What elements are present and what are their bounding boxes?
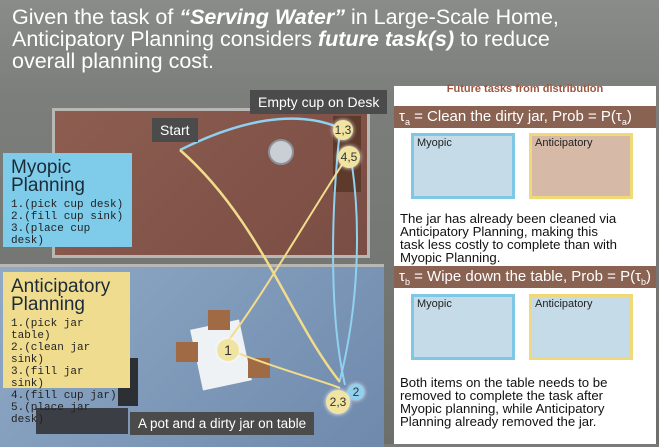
title-text: Anticipatory Planning considers bbox=[12, 27, 318, 51]
plan-step: 3.(fill jar sink) bbox=[11, 366, 84, 390]
panel-header: Future tasks from distribution bbox=[446, 83, 604, 95]
future-tasks-panel: Future tasks from distribution τa = Clea… bbox=[394, 83, 656, 444]
myopic-thumbnail: Myopic bbox=[411, 294, 515, 360]
step-marker: 4,5 bbox=[338, 146, 360, 168]
plan-step: 1.(pick jar table) bbox=[11, 318, 84, 342]
description-line: Planning already removed the jar. bbox=[400, 414, 597, 429]
task-a-description: The jar has already been cleaned via Ant… bbox=[400, 212, 617, 264]
anticipatory-plan-box: Anticipatory Planning 1.(pick jar table)… bbox=[3, 272, 130, 426]
plan-step: 3.(place cup desk) bbox=[11, 223, 91, 247]
myopic-path bbox=[332, 129, 346, 386]
anticipatory-path bbox=[229, 349, 341, 389]
thumbnail-label: Anticipatory bbox=[535, 137, 593, 149]
plan-step: 2.(fill cup sink) bbox=[11, 211, 124, 223]
thumbnail-label: Myopic bbox=[417, 298, 452, 310]
title-text: to reduce bbox=[454, 27, 550, 51]
description-line: Myopic planning, while Anticipatory bbox=[400, 401, 605, 416]
myopic-path bbox=[179, 117, 341, 152]
description-line: Both items on the table needs to be bbox=[400, 375, 608, 390]
myopic-path bbox=[339, 164, 358, 381]
empty-cup-label: Empty cup on Desk bbox=[250, 90, 388, 114]
bottom-label: A pot and a dirty jar on table bbox=[130, 412, 315, 435]
step-marker: 1 bbox=[217, 339, 239, 361]
round-object bbox=[268, 139, 294, 165]
kitchen-counter bbox=[36, 408, 128, 434]
plan-heading: Anticipatory bbox=[11, 276, 111, 297]
tau-symbol: τ bbox=[399, 108, 405, 125]
description-line: task less costly to complete than with bbox=[400, 237, 617, 252]
step-marker: 2,3 bbox=[326, 390, 350, 414]
task-b-bar: τb = Wipe down the table, Prob = P(τb) bbox=[394, 266, 656, 288]
description-line: Anticipatory Planning, making this bbox=[400, 224, 598, 239]
figure-title: Given the task of “Serving Water” in Lar… bbox=[12, 6, 652, 72]
task-a-bar: τa = Clean the dirty jar, Prob = P(τa) bbox=[394, 106, 656, 128]
thumbnail-label: Myopic bbox=[417, 137, 452, 149]
tau-symbol: τ bbox=[399, 268, 405, 285]
task-a-text: = Clean the dirty jar, Prob = P(τ bbox=[409, 108, 622, 125]
task-a-close: ) bbox=[626, 108, 632, 125]
myopic-thumbnail: Myopic bbox=[411, 133, 515, 199]
anticipatory-thumbnail: Anticipatory bbox=[529, 294, 633, 360]
description-line: The jar has already been cleaned via bbox=[400, 211, 617, 226]
trajectory-curves bbox=[179, 117, 358, 389]
myopic-plan-box: Myopic Planning 1.(pick cup desk) 2.(fil… bbox=[3, 153, 132, 247]
start-label: Start bbox=[152, 118, 198, 142]
title-text: Given the task of bbox=[12, 5, 180, 29]
step-marker: 1,3 bbox=[333, 120, 353, 140]
step-marker: 2 bbox=[348, 384, 364, 400]
description-line: Myopic Planning. bbox=[400, 250, 501, 265]
description-line: removed to complete the task after bbox=[400, 388, 604, 403]
plan-step: 1.(pick cup desk) bbox=[11, 199, 124, 211]
plan-step: 2.(clean jar sink) bbox=[11, 342, 91, 366]
tau-subscript: b bbox=[404, 277, 410, 287]
task-b-close: ) bbox=[646, 268, 652, 285]
task-b-text: = Wipe down the table, Prob = P(τ bbox=[409, 268, 642, 285]
tau-subscript: a bbox=[404, 117, 410, 127]
title-text: in Large-Scale Home, bbox=[345, 5, 559, 29]
plan-heading: Myopic bbox=[11, 157, 72, 178]
task-name: “Serving Water” bbox=[179, 5, 345, 29]
thumbnail-label: Anticipatory bbox=[535, 298, 593, 310]
title-text: overall planning cost. bbox=[12, 49, 214, 73]
anticipatory-path bbox=[224, 159, 346, 346]
tau-subscript: a bbox=[621, 117, 627, 127]
chair bbox=[176, 342, 198, 362]
chair bbox=[208, 310, 230, 330]
plan-step: 4.(fill cup jar) bbox=[11, 390, 117, 402]
anticipatory-path bbox=[179, 149, 341, 383]
plan-step: 5.(place jar desk) bbox=[11, 402, 91, 426]
tau-subscript: b bbox=[641, 277, 647, 287]
title-emphasis: future task(s) bbox=[317, 27, 455, 51]
anticipatory-thumbnail: Anticipatory bbox=[529, 133, 633, 199]
task-b-description: Both items on the table needs to be remo… bbox=[400, 376, 607, 428]
plan-heading: Planning bbox=[11, 294, 85, 315]
plan-heading: Planning bbox=[11, 175, 85, 196]
